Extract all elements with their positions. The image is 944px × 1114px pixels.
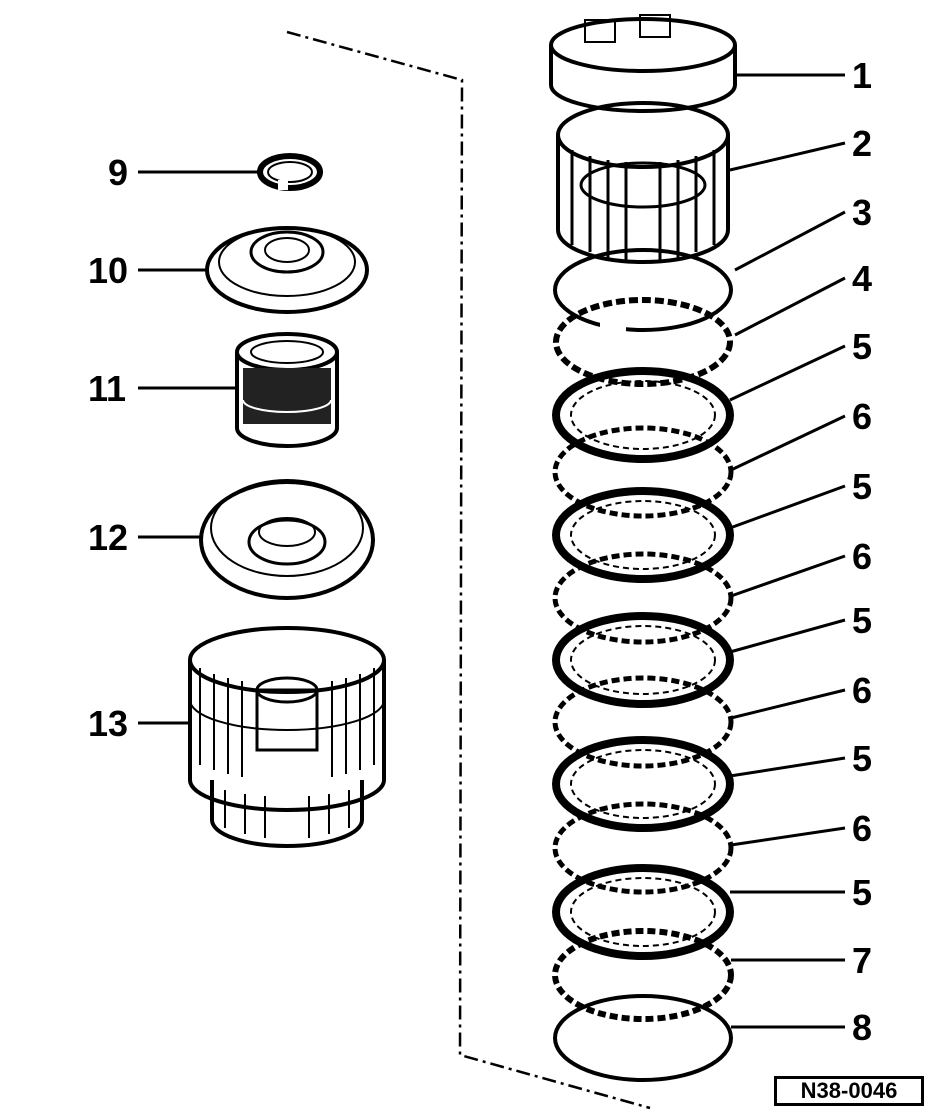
part-4-disc	[553, 297, 733, 387]
callout-6-d: 6	[852, 808, 872, 849]
callout-5-d: 5	[852, 738, 872, 779]
part-5-disc-4	[552, 736, 734, 832]
part-5-disc-2	[552, 487, 734, 583]
callout-6-b: 6	[852, 536, 872, 577]
callout-4: 4	[852, 258, 872, 299]
part-2-clutch-hub	[556, 101, 730, 264]
part-6-disc-4	[552, 801, 734, 895]
callout-13: 13	[88, 703, 128, 744]
callout-11: 11	[88, 368, 126, 409]
callout-9: 9	[108, 152, 128, 193]
part-12-plate	[199, 479, 375, 600]
callout-5-e: 5	[852, 872, 872, 913]
part-5-disc-1	[552, 367, 734, 463]
part-9-snap-ring	[257, 153, 323, 191]
part-6-disc-2	[552, 551, 734, 645]
part-1-retaining-band	[549, 14, 737, 113]
part-3-snap-ring	[553, 248, 733, 336]
part-5-disc-3	[552, 612, 734, 708]
part-10-cover-plate	[205, 226, 369, 314]
drawing-code-label: N38-0046	[774, 1076, 924, 1106]
part-8-wave-ring	[553, 994, 733, 1082]
callout-8: 8	[852, 1007, 872, 1048]
callout-6-c: 6	[852, 670, 872, 711]
leader-lines	[138, 73, 846, 1029]
part-11-bearing	[235, 332, 339, 448]
callout-5-c: 5	[852, 600, 872, 641]
callout-3: 3	[852, 192, 872, 233]
callout-6-a: 6	[852, 396, 872, 437]
callout-5-b: 5	[852, 466, 872, 507]
callout-10: 10	[88, 250, 128, 291]
callout-5-a: 5	[852, 326, 872, 367]
part-13-drum	[188, 626, 386, 848]
callout-2: 2	[852, 123, 872, 164]
part-6-disc-3	[552, 675, 734, 769]
part-5-disc-5	[552, 864, 734, 960]
assembly-axis-line	[286, 30, 651, 1110]
callout-7: 7	[852, 940, 872, 981]
part-7-plate	[552, 928, 734, 1022]
callout-12: 12	[88, 517, 128, 558]
callout-1: 1	[852, 55, 872, 96]
part-6-disc-1	[552, 425, 734, 519]
